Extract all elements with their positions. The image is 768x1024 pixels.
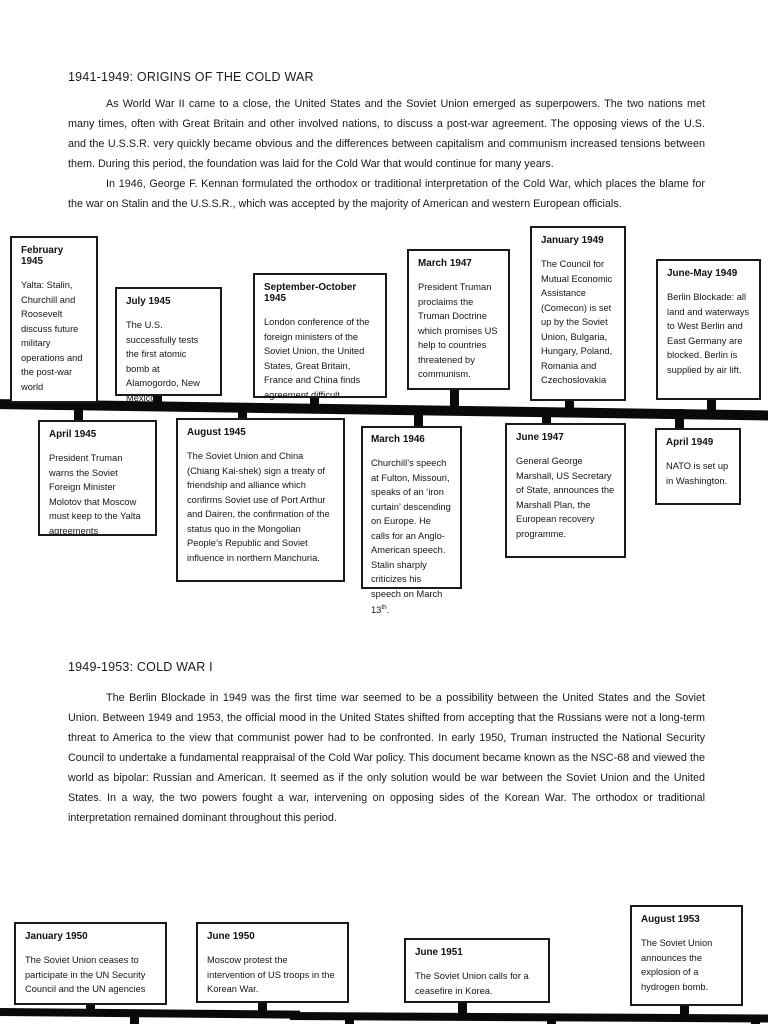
event-text: President Truman warns the Soviet Foreig…	[49, 453, 141, 536]
timeline-event-august-1953: August 1953 The Soviet Union announces t…	[630, 905, 743, 1006]
timeline-event-march-1947: March 1947 President Truman proclaims th…	[407, 249, 510, 390]
event-text: Berlin Blockade: all land and waterways …	[667, 292, 750, 375]
event-date: March 1946	[371, 434, 425, 445]
event-text: The Soviet Union announces the explosion…	[641, 938, 713, 992]
timeline2-line-segment-2	[289, 1012, 768, 1023]
section1-paragraph-1: As World War II came to a close, the Uni…	[68, 98, 705, 170]
event-text-main: Churchill’s speech at Fulton, Missouri, …	[371, 458, 451, 616]
timeline1-connector-mar1947	[450, 388, 459, 406]
timeline1-connector-aug1945	[238, 405, 247, 419]
event-date: February 1945	[21, 245, 64, 267]
event-text-superscript: th	[381, 604, 387, 611]
event-text: General George Marshall, US Secretary of…	[516, 456, 615, 539]
timeline1-connector-jun1947	[542, 408, 551, 424]
timeline-event-february-1945: February 1945 Yalta: Stalin, Churchill a…	[10, 236, 98, 403]
event-date: January 1949	[541, 235, 604, 246]
event-text: President Truman proclaims the Truman Do…	[418, 282, 498, 379]
section1-paragraph-2: In 1946, George F. Kennan formulated the…	[68, 178, 705, 210]
event-text: NATO is set up in Washington.	[666, 461, 729, 486]
section2-heading: 1949-1953: COLD WAR I	[68, 660, 213, 674]
timeline-event-september-october-1945: September-October 1945 London conference…	[253, 273, 387, 400]
timeline-event-january-1949: January 1949 The Council for Mutual Econ…	[530, 226, 626, 401]
event-date: June 1947	[516, 432, 564, 443]
timeline2-connector-aug1953	[680, 1004, 689, 1016]
timeline-event-march-1946: March 1946 Churchill’s speech at Fulton,…	[361, 426, 462, 615]
timeline1-connector-apr1945	[74, 403, 83, 421]
section2-paragraph-1: The Berlin Blockade in 1949 was the firs…	[68, 692, 705, 824]
event-text: The Soviet Union and China (Chiang Kai-s…	[187, 451, 330, 563]
timeline2-stub-3	[547, 1018, 556, 1024]
timeline1-line	[0, 399, 768, 421]
event-date: June 1951	[415, 947, 463, 958]
section1-heading: 1941-1949: ORIGINS OF THE COLD WAR	[68, 70, 314, 84]
timeline-event-august-1945: August 1945 The Soviet Union and China (…	[176, 418, 345, 582]
timeline2-connector-jun1950	[258, 1001, 267, 1013]
event-date: April 1945	[49, 429, 97, 440]
timeline2-stub-1	[130, 1014, 139, 1024]
event-text: The Council for Mutual Economic Assistan…	[541, 259, 613, 385]
event-date: June 1950	[207, 931, 255, 942]
timeline-event-june-may-1949: June-May 1949 Berlin Blockade: all land …	[656, 259, 761, 400]
timeline1-connector-sepoct1945	[310, 395, 319, 407]
timeline2-connector-jun1951	[458, 1001, 467, 1015]
timeline-event-april-1945: April 1945 President Truman warns the So…	[38, 420, 157, 536]
event-text: The U.S. successfully tests the first at…	[126, 320, 200, 403]
event-text: The Soviet Union ceases to participate i…	[25, 955, 146, 994]
event-date: March 1947	[418, 258, 472, 269]
timeline-event-june-1950: June 1950 Moscow protest the interventio…	[196, 922, 349, 1003]
timeline1-connector-jul1945	[153, 394, 162, 406]
event-text-after: .	[386, 605, 390, 616]
timeline2-stub-2	[345, 1017, 354, 1024]
event-date: August 1953	[641, 914, 700, 925]
event-date: January 1950	[25, 931, 88, 942]
timeline1-connector-mar1946	[414, 407, 423, 427]
timeline-event-january-1950: January 1950 The Soviet Union ceases to …	[14, 922, 167, 1005]
event-date: August 1945	[187, 427, 246, 438]
event-text: Yalta: Stalin, Churchill and Roosevelt d…	[21, 280, 83, 392]
event-date: June-May 1949	[667, 268, 738, 279]
event-text: London conference of the foreign ministe…	[264, 317, 370, 400]
timeline-event-april-1949: April 1949 NATO is set up in Washington.	[655, 428, 741, 505]
timeline2-connector-jan1950	[86, 1003, 95, 1013]
event-date: July 1945	[126, 296, 171, 307]
event-text: Moscow protest the intervention of US tr…	[207, 955, 335, 994]
event-date: September-October 1945	[264, 282, 357, 304]
timeline-event-july-1945: July 1945 The U.S. successfully tests th…	[115, 287, 222, 403]
timeline1-connector-jan1949	[565, 398, 574, 409]
timeline1-connector-junmay1949	[707, 397, 716, 411]
timeline2-line-segment-1	[0, 1008, 301, 1019]
event-date: April 1949	[666, 437, 714, 448]
timeline-event-june-1947: June 1947 General George Marshall, US Se…	[505, 423, 626, 558]
event-text: Churchill’s speech at Fulton, Missouri, …	[371, 456, 452, 618]
event-text: The Soviet Union calls for a ceasefire i…	[415, 971, 529, 996]
timeline-event-june-1951: June 1951 The Soviet Union calls for a c…	[404, 938, 550, 1003]
timeline2-stub-4	[751, 1018, 760, 1024]
timeline1-connector-apr1949	[675, 409, 684, 429]
